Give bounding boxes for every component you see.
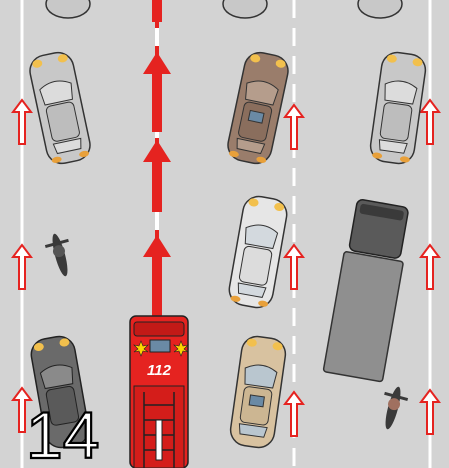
scene-number: 14: [26, 398, 99, 468]
fire-truck: 112: [130, 316, 188, 468]
red-direction-arrow-icon: [152, 0, 162, 22]
fire-truck-number: 112: [147, 362, 172, 379]
fire-truck-windshield: [150, 340, 170, 352]
